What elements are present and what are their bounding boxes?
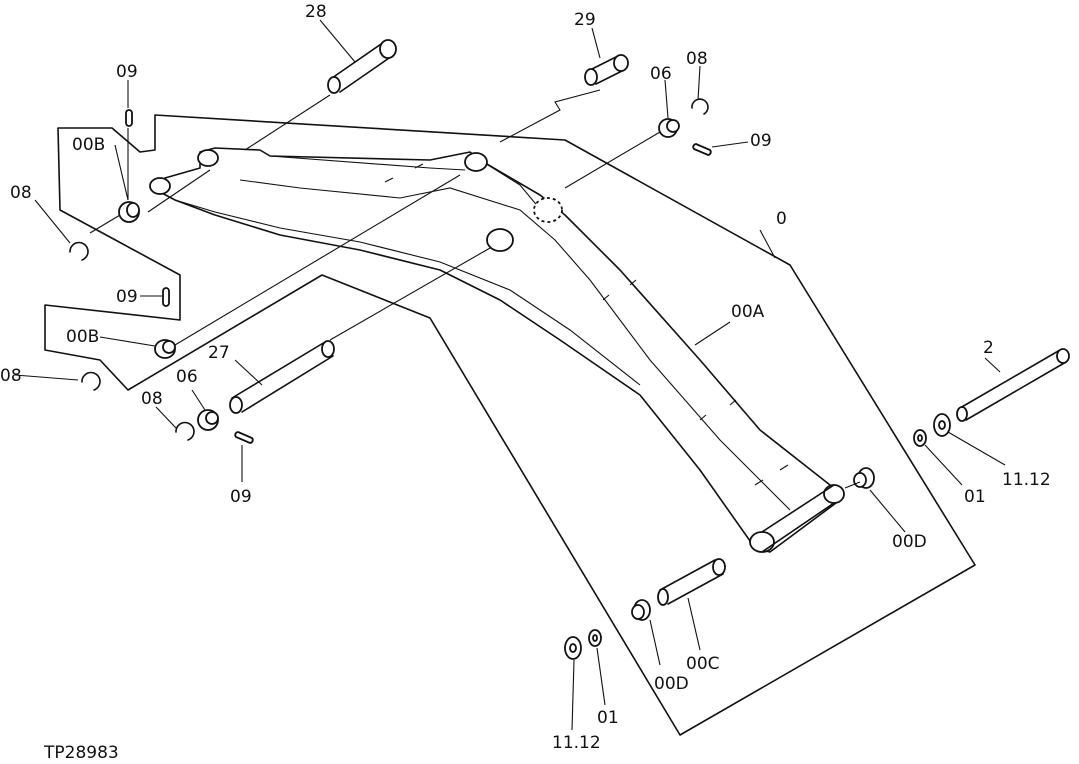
assembly-outline	[44, 114, 976, 736]
label-0: 0	[776, 209, 787, 229]
bushing-00D-right	[853, 467, 875, 489]
label-08-low: 08	[141, 389, 163, 409]
label-2: 2	[983, 338, 994, 358]
label-01-bottom: 01	[597, 708, 619, 728]
bushing-00B-mid	[154, 339, 176, 359]
leader-lines	[14, 19, 1006, 731]
pin-27	[229, 340, 335, 414]
label-01-right: 01	[964, 487, 986, 507]
washer-11-12-bottom	[564, 636, 582, 660]
label-00A: 00A	[731, 302, 765, 322]
bushing-00D-bottom	[631, 599, 651, 621]
snap-ring-08-left	[69, 241, 89, 261]
snap-ring-08-top	[691, 98, 709, 115]
bushing-06-top	[658, 118, 680, 138]
label-00D-right: 00D	[892, 532, 927, 552]
label-06-top: 06	[650, 64, 672, 84]
label-09-mid: 09	[116, 287, 138, 307]
figure-reference: TP28983	[43, 743, 119, 763]
snap-ring-08-bl	[81, 371, 101, 391]
label-11-12-bottom: 11.12	[552, 733, 601, 753]
nut-01-bottom	[588, 629, 602, 647]
label-27: 27	[208, 343, 230, 363]
spring-pin-09-low	[234, 431, 254, 444]
label-06-low: 06	[176, 367, 198, 387]
label-00D-bottom: 00D	[654, 674, 689, 694]
nut-01-right	[913, 429, 927, 447]
washer-11-12-right	[933, 413, 951, 437]
label-08-top: 08	[686, 49, 708, 69]
pin-29	[584, 54, 629, 86]
spring-pin-09-right	[692, 143, 712, 156]
pin-2	[956, 348, 1070, 422]
label-08-left: 08	[10, 183, 32, 203]
bushing-00B-top	[118, 201, 140, 223]
label-28: 28	[305, 2, 327, 22]
label-11-12-right: 11.12	[1002, 470, 1051, 490]
bushing-06-low	[197, 409, 219, 431]
label-29: 29	[574, 10, 596, 30]
snap-ring-08-low	[175, 421, 195, 441]
spring-pin-09-top	[125, 109, 133, 127]
pin-00C	[657, 558, 726, 606]
label-09-top: 09	[116, 62, 138, 82]
label-00B-top: 00B	[72, 135, 105, 155]
boom-body	[149, 147, 845, 553]
label-00B-mid: 00B	[66, 327, 99, 347]
label-00C: 00C	[686, 654, 720, 674]
label-09-low: 09	[230, 487, 252, 507]
label-08-bl: 08	[0, 366, 22, 386]
pin-28	[327, 39, 397, 94]
label-09-right: 09	[750, 131, 772, 151]
spring-pin-09-mid	[162, 287, 170, 307]
